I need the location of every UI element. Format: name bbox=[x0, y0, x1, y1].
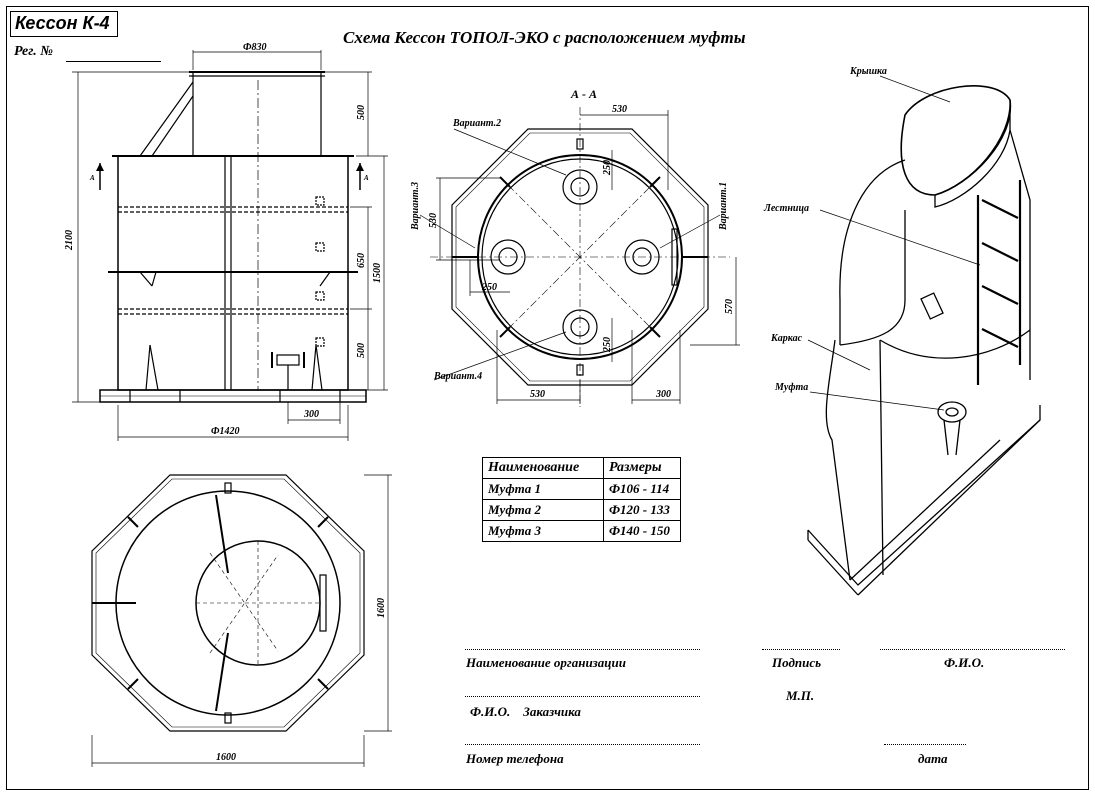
full-name-label: Ф.И.О. bbox=[944, 655, 985, 670]
top-view bbox=[91, 474, 365, 732]
sec-dim-top: 530 bbox=[612, 104, 627, 115]
scheme-title: Схема Кессон ТОПОЛ-ЭКО с расположением м… bbox=[343, 28, 746, 47]
top-dim-height: 1600 bbox=[376, 598, 387, 618]
dim-middle: 650 bbox=[356, 253, 367, 268]
sec-dim-bottom-right: 300 bbox=[655, 389, 671, 400]
registration-line bbox=[66, 61, 161, 62]
dim-total-height: 2100 bbox=[64, 230, 75, 251]
phone-label: Номер телефона bbox=[466, 751, 564, 766]
table-cell: Муфта 1 bbox=[482, 478, 604, 500]
table-cell: Ф106 - 114 bbox=[603, 478, 681, 500]
variant-4-label: Вариант.4 bbox=[433, 371, 482, 382]
isometric-view bbox=[807, 75, 1041, 596]
full-name-line[interactable] bbox=[880, 649, 1065, 650]
front-view-body bbox=[99, 71, 367, 403]
org-name-line[interactable] bbox=[465, 649, 700, 650]
table-row: Муфта 1 Ф106 - 114 bbox=[482, 478, 681, 500]
drawing-frame bbox=[6, 6, 1089, 790]
org-name-label: Наименование организации bbox=[466, 655, 626, 670]
table-cell: Ф120 - 133 bbox=[603, 499, 681, 521]
top-dimensions bbox=[91, 474, 392, 767]
table-header-size: Размеры bbox=[603, 457, 681, 479]
stamp-label: М.П. bbox=[786, 688, 815, 703]
dim-neck-height: 500 bbox=[356, 105, 367, 120]
section-dimensions bbox=[419, 110, 740, 404]
dim-body-height: 1500 bbox=[372, 263, 383, 283]
iso-ladder-label: Лестница bbox=[763, 203, 809, 214]
table-row: Муфта 2 Ф120 - 133 bbox=[482, 499, 681, 521]
customer-name-line[interactable] bbox=[465, 696, 700, 697]
section-view bbox=[430, 107, 730, 407]
table-cell: Ф140 - 150 bbox=[603, 520, 681, 542]
variant-2-label: Вариант.2 bbox=[452, 118, 501, 129]
signature-label: Подпись bbox=[772, 655, 822, 670]
table-header-row: Наименование Размеры bbox=[482, 457, 681, 479]
date-line[interactable] bbox=[884, 744, 966, 745]
table-cell: Муфта 2 bbox=[482, 499, 604, 521]
table-row: Муфта 3 Ф140 - 150 bbox=[482, 520, 681, 542]
section-title: А - А bbox=[570, 87, 597, 101]
dim-base-diameter: Ф1420 bbox=[211, 426, 240, 437]
customer-name-label: Ф.И.О. Заказчика bbox=[470, 704, 581, 719]
table-cell: Муфта 3 bbox=[482, 520, 604, 542]
sec-dim-250-b: 250 bbox=[481, 282, 497, 293]
date-label: дата bbox=[918, 751, 948, 766]
top-dim-width: 1600 bbox=[216, 752, 236, 763]
sec-dim-250-a: 250 bbox=[602, 160, 613, 176]
sec-dim-left: 530 bbox=[428, 213, 439, 228]
iso-frame-label: Каркас bbox=[770, 333, 803, 344]
iso-coupling-label: Муфта bbox=[774, 382, 808, 393]
front-view-dimensions bbox=[72, 50, 388, 441]
coupling-spec-table: Наименование Размеры Муфта 1 Ф106 - 114 … bbox=[482, 457, 681, 542]
dim-top-diameter: Ф830 bbox=[243, 42, 267, 53]
signature-line[interactable] bbox=[762, 649, 840, 650]
variant-1-label: Вариант.1 bbox=[718, 182, 729, 231]
table-header-name: Наименование bbox=[482, 457, 604, 479]
dim-bottom: 500 bbox=[356, 343, 367, 358]
variant-3-label: Вариант.3 bbox=[410, 182, 421, 231]
caisson-id-label: Кессон К-4 bbox=[10, 11, 118, 37]
section-mark-right: А bbox=[363, 174, 369, 182]
sec-dim-bottom-left: 530 bbox=[530, 389, 545, 400]
sec-dim-right: 570 bbox=[724, 299, 735, 314]
phone-line[interactable] bbox=[465, 744, 700, 745]
section-mark-left: А bbox=[89, 174, 95, 182]
iso-lid-label: Крышка bbox=[849, 66, 887, 77]
registration-label: Рег. № bbox=[14, 44, 54, 59]
sec-dim-250-c: 250 bbox=[602, 337, 613, 353]
dim-pipe-offset: 300 bbox=[303, 409, 319, 420]
